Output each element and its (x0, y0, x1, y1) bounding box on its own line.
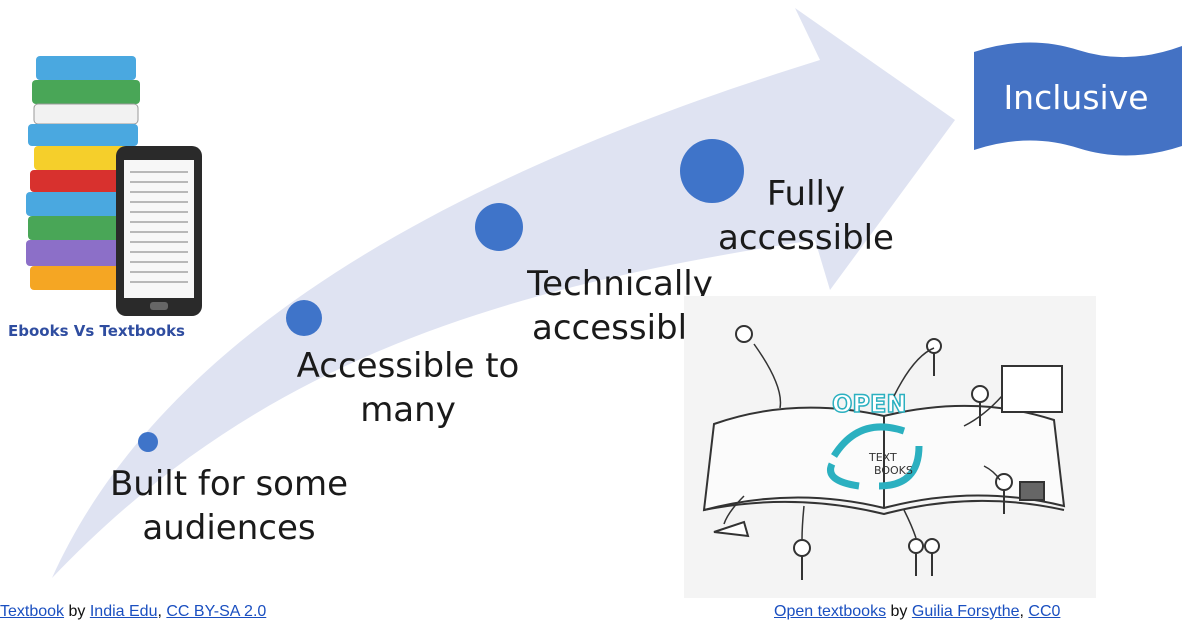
stage-2-line2: many (360, 390, 456, 430)
credit-left-author-link[interactable]: India Edu (89, 603, 158, 620)
banner-label: Inclusive (1003, 78, 1149, 117)
stage-label-4: Fully accessible (716, 172, 896, 260)
stage-4-line1: Fully (766, 174, 846, 214)
credit-right-title-link[interactable]: Open textbooks (774, 603, 887, 620)
stage-dot-2 (286, 300, 322, 336)
credit-right-sep: , (1019, 603, 1024, 620)
credit-left-title-link[interactable]: Textbook (0, 603, 65, 620)
stage-3-line1: Technically (527, 264, 713, 304)
credit-right-license-link[interactable]: CC0 (1028, 603, 1061, 620)
books-caption: Ebooks Vs Textbooks (8, 322, 185, 340)
stage-3-line2: accessible (532, 308, 708, 348)
stage-2-line1: Accessible to (296, 346, 520, 386)
credit-left-license-link[interactable]: CC BY-SA 2.0 (166, 603, 267, 620)
stage-dot-4 (680, 139, 744, 203)
stage-label-1: Built for some audiences (104, 462, 354, 550)
ebooks-stack-icon (26, 56, 202, 316)
stage-1-line1: Built for some (109, 464, 349, 504)
stage-4-line2: accessible (718, 218, 894, 258)
credit-left-sep: , (157, 603, 162, 620)
stage-label-3: Technically accessible (520, 262, 720, 350)
credit-right: Open textbooks by Guilia Forsythe, CC0 (774, 603, 1060, 621)
open-textbooks-sketch-icon: OPEN TEXT BOOKS (684, 296, 1096, 598)
credit-right-author-link[interactable]: Guilia Forsythe (911, 603, 1020, 620)
stage-dot-1 (138, 432, 158, 452)
stage-label-2: Accessible to many (288, 344, 528, 432)
credit-left-by: by (68, 603, 86, 620)
credit-right-by: by (890, 603, 908, 620)
svg-text:BOOKS: BOOKS (874, 464, 913, 477)
svg-text:TEXT: TEXT (868, 451, 897, 464)
credit-left: Textbook by India Edu, CC BY-SA 2.0 (0, 603, 266, 621)
stage-1-line2: audiences (142, 508, 316, 548)
stage-dot-3 (475, 203, 523, 251)
